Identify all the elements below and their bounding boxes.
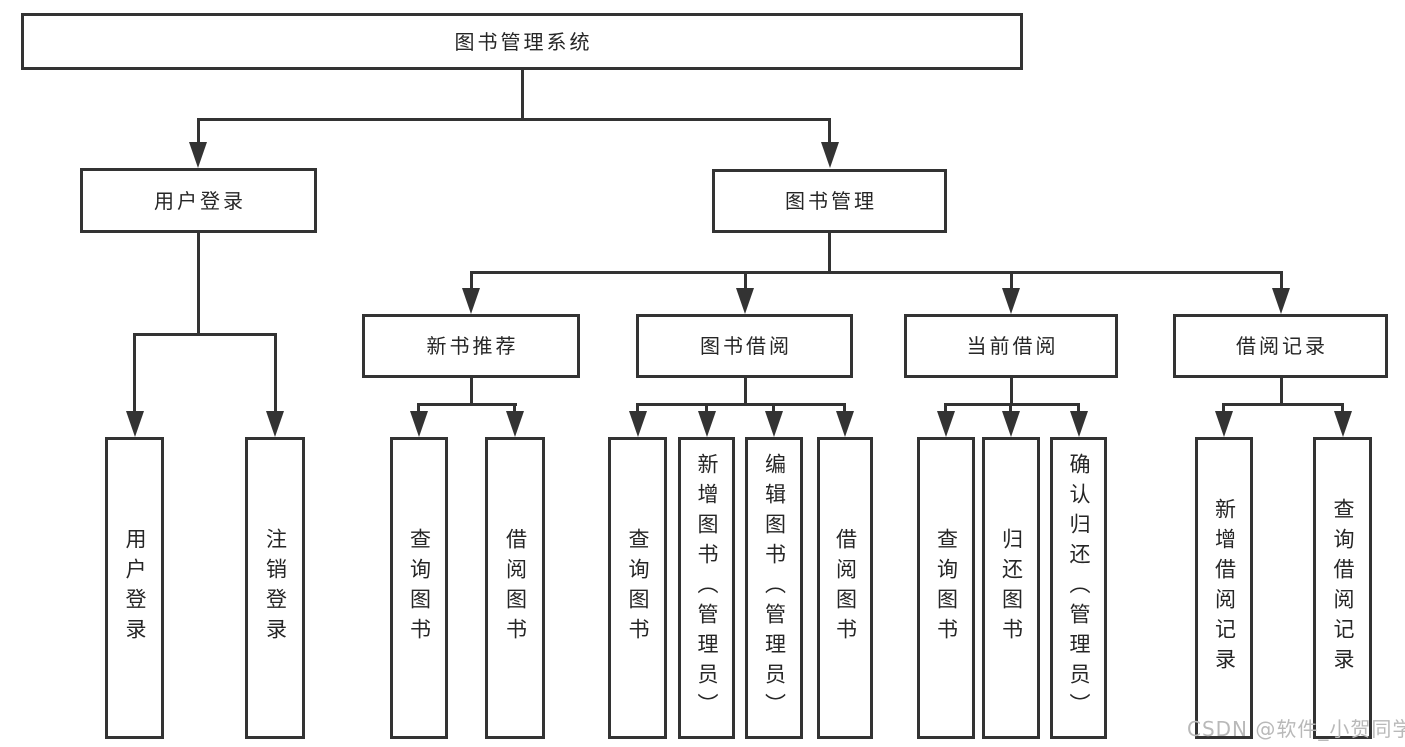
connector-line xyxy=(417,403,517,406)
arrow-down-icon xyxy=(1272,288,1290,314)
connector-line xyxy=(828,233,831,274)
node-label: 图书管理系统 xyxy=(454,29,593,54)
connector-line xyxy=(636,403,639,413)
arrow-down-icon xyxy=(126,411,144,437)
connector-line xyxy=(1222,403,1344,406)
connector-line xyxy=(417,403,420,413)
arrow-down-icon xyxy=(821,142,839,168)
connector-line xyxy=(513,403,516,413)
node-label: 归还图书 xyxy=(999,528,1024,648)
node-label: 用户登录 xyxy=(154,188,246,213)
leaf-borrow-add-books-admin: 新增图书（管理员） xyxy=(678,437,735,739)
connector-line xyxy=(772,403,775,413)
connector-line xyxy=(944,403,947,413)
arrow-down-icon xyxy=(736,288,754,314)
connector-line xyxy=(1009,403,1012,413)
connector-line xyxy=(470,271,1283,274)
connector-line xyxy=(1280,271,1283,290)
connector-line xyxy=(828,118,831,146)
node-new-book-recommend: 新书推荐 xyxy=(362,314,580,378)
node-label: 编辑图书（管理员） xyxy=(762,453,787,723)
connector-line xyxy=(1010,378,1013,406)
node-label: 注销登录 xyxy=(263,528,288,648)
connector-line xyxy=(1280,378,1283,406)
arrow-down-icon xyxy=(410,411,428,437)
arrow-down-icon xyxy=(1215,411,1233,437)
connector-line xyxy=(944,403,1080,406)
connector-line xyxy=(133,333,136,413)
connector-line xyxy=(744,271,747,290)
arrow-down-icon xyxy=(506,411,524,437)
arrow-down-icon xyxy=(698,411,716,437)
node-label: 确认归还（管理员） xyxy=(1067,453,1091,723)
node-label: 新增借阅记录 xyxy=(1212,498,1237,678)
leaf-user-login: 用户登录 xyxy=(105,437,164,739)
node-label: 借阅图书 xyxy=(503,528,528,648)
node-borrow-records: 借阅记录 xyxy=(1173,314,1388,378)
arrow-down-icon xyxy=(462,288,480,314)
node-label: 图书管理 xyxy=(785,189,877,213)
connector-line xyxy=(133,333,276,336)
node-label: 查询图书 xyxy=(934,528,959,648)
connector-line xyxy=(197,233,200,336)
connector-line xyxy=(470,271,473,290)
leaf-record-query: 查询借阅记录 xyxy=(1313,437,1372,739)
csdn-watermark: CSDN @软件_小贺同学 xyxy=(1187,717,1405,741)
node-book-borrowing: 图书借阅 xyxy=(636,314,853,378)
arrow-down-icon xyxy=(1334,411,1352,437)
connector-line xyxy=(1010,271,1013,290)
leaf-borrow-edit-books-admin: 编辑图书（管理员） xyxy=(745,437,803,739)
arrow-down-icon xyxy=(629,411,647,437)
node-label: 当前借阅 xyxy=(966,334,1059,358)
arrow-down-icon xyxy=(765,411,783,437)
leaf-record-add: 新增借阅记录 xyxy=(1195,437,1253,739)
connector-line xyxy=(274,333,277,413)
connector-line xyxy=(521,70,524,121)
node-label: 借阅图书 xyxy=(833,528,858,648)
connector-line xyxy=(636,403,846,406)
arrow-down-icon xyxy=(189,142,207,168)
node-label: 图书借阅 xyxy=(700,334,792,358)
node-user-login: 用户登录 xyxy=(80,168,317,233)
leaf-newbook-borrow-books: 借阅图书 xyxy=(485,437,545,739)
connector-line xyxy=(197,118,831,121)
leaf-newbook-query-books: 查询图书 xyxy=(390,437,448,739)
connector-line xyxy=(705,403,708,413)
node-label: 查询图书 xyxy=(626,528,650,648)
node-label: 新增图书（管理员） xyxy=(695,453,719,723)
node-label: 借阅记录 xyxy=(1236,334,1328,358)
arrow-down-icon xyxy=(266,411,284,437)
node-label: 查询借阅记录 xyxy=(1331,498,1355,678)
leaf-current-return-books: 归还图书 xyxy=(982,437,1040,739)
node-library-management-system: 图书管理系统 xyxy=(21,13,1023,70)
connector-line xyxy=(1222,403,1225,413)
connector-line xyxy=(1341,403,1344,413)
leaf-current-confirm-return-admin: 确认归还（管理员） xyxy=(1050,437,1107,739)
arrow-down-icon xyxy=(1002,411,1020,437)
connector-line xyxy=(470,378,473,406)
leaf-current-query-books: 查询图书 xyxy=(917,437,975,739)
node-label: 查询图书 xyxy=(407,528,432,648)
leaf-logout: 注销登录 xyxy=(245,437,305,739)
connector-line xyxy=(843,403,846,413)
connector-line xyxy=(744,378,747,406)
leaf-borrow-borrow-books: 借阅图书 xyxy=(817,437,873,739)
arrow-down-icon xyxy=(1070,411,1088,437)
arrow-down-icon xyxy=(836,411,854,437)
arrow-down-icon xyxy=(937,411,955,437)
arrow-down-icon xyxy=(1002,288,1020,314)
connector-line xyxy=(1077,403,1080,413)
node-label: 用户登录 xyxy=(123,528,147,648)
node-current-borrowing: 当前借阅 xyxy=(904,314,1118,378)
node-book-management: 图书管理 xyxy=(712,169,947,233)
connector-line xyxy=(197,118,200,146)
node-label: 新书推荐 xyxy=(426,334,519,358)
leaf-borrow-query-books: 查询图书 xyxy=(608,437,667,739)
